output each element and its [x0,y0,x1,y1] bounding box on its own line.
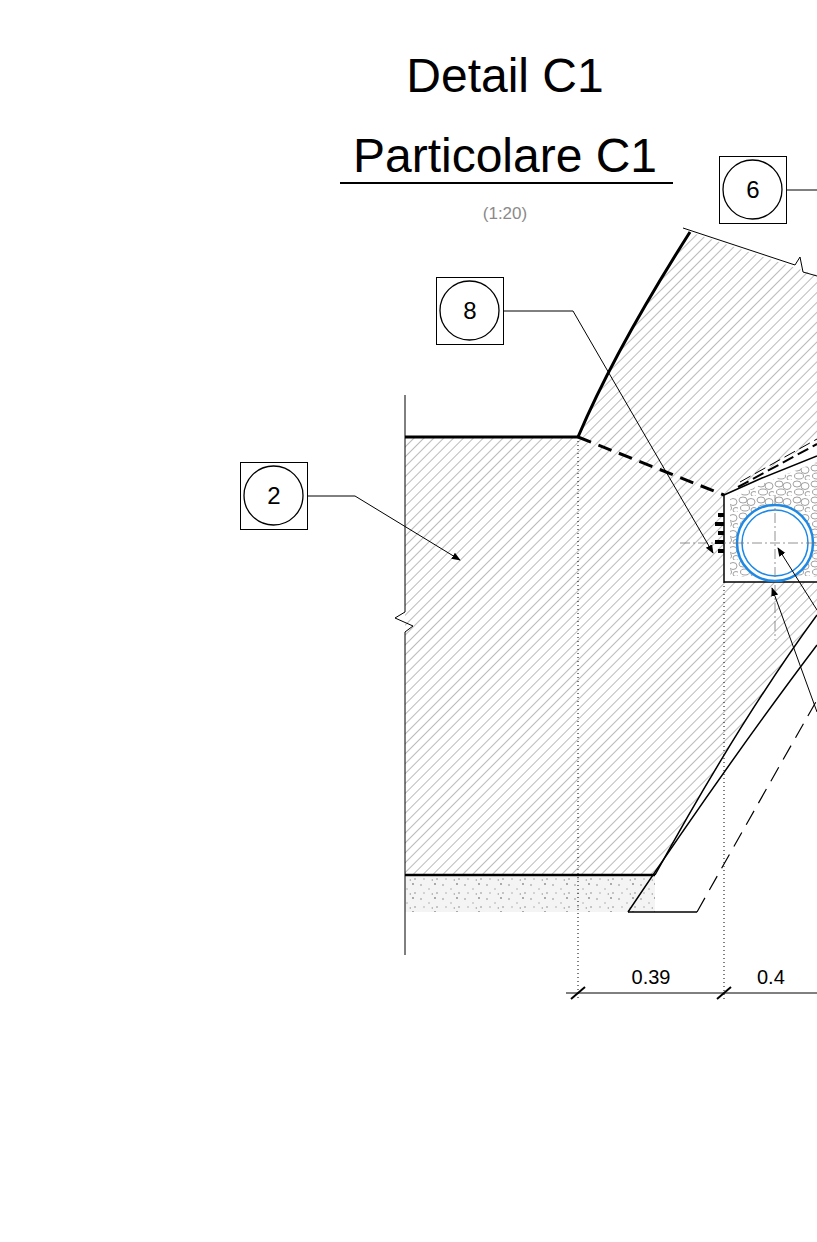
dimension-text: 0.39 [611,966,691,989]
boundary-line [395,395,413,955]
strip-top [405,874,655,877]
geotextile [738,444,817,487]
dashed-line [697,700,817,912]
leader-line [772,588,817,712]
leader-line [308,496,460,560]
title-underline [340,182,673,184]
callout-circle [723,160,782,219]
leader-line [787,190,817,191]
callout-number: 8 [463,297,476,325]
rock-face [628,645,817,912]
dimension-tick [571,987,585,999]
geotextile [740,439,817,482]
leader-line [778,548,817,610]
wall-fill [405,437,817,875]
centre-line [680,543,817,544]
callout-number: 2 [267,482,280,510]
dimension-line [566,993,817,994]
trench-outline [724,456,817,495]
leader-line [504,311,713,553]
extension-line [724,582,725,1000]
callout-box: 8 [436,277,504,345]
extension-line [578,437,579,1000]
base-line [628,911,697,913]
detail-title: Detail C1 [330,48,680,103]
callout-number: 6 [746,176,759,204]
scale-note: (1:20) [430,204,580,224]
wall-top [405,436,578,439]
callout-box: 2 [240,462,308,530]
callout-circle [244,466,303,525]
callout-box: 6 [719,156,787,224]
trench-outline [724,495,817,582]
centre-line [775,495,776,640]
callout-circle [440,281,499,340]
dimension-tick [717,987,731,999]
break-line [683,228,817,276]
excavation-line [578,232,690,437]
dimension-text: 0.4 [757,966,812,989]
concrete-strip [405,875,655,912]
anchor-plates [715,513,724,553]
detail-subtitle: Particolare C1 [330,128,680,183]
